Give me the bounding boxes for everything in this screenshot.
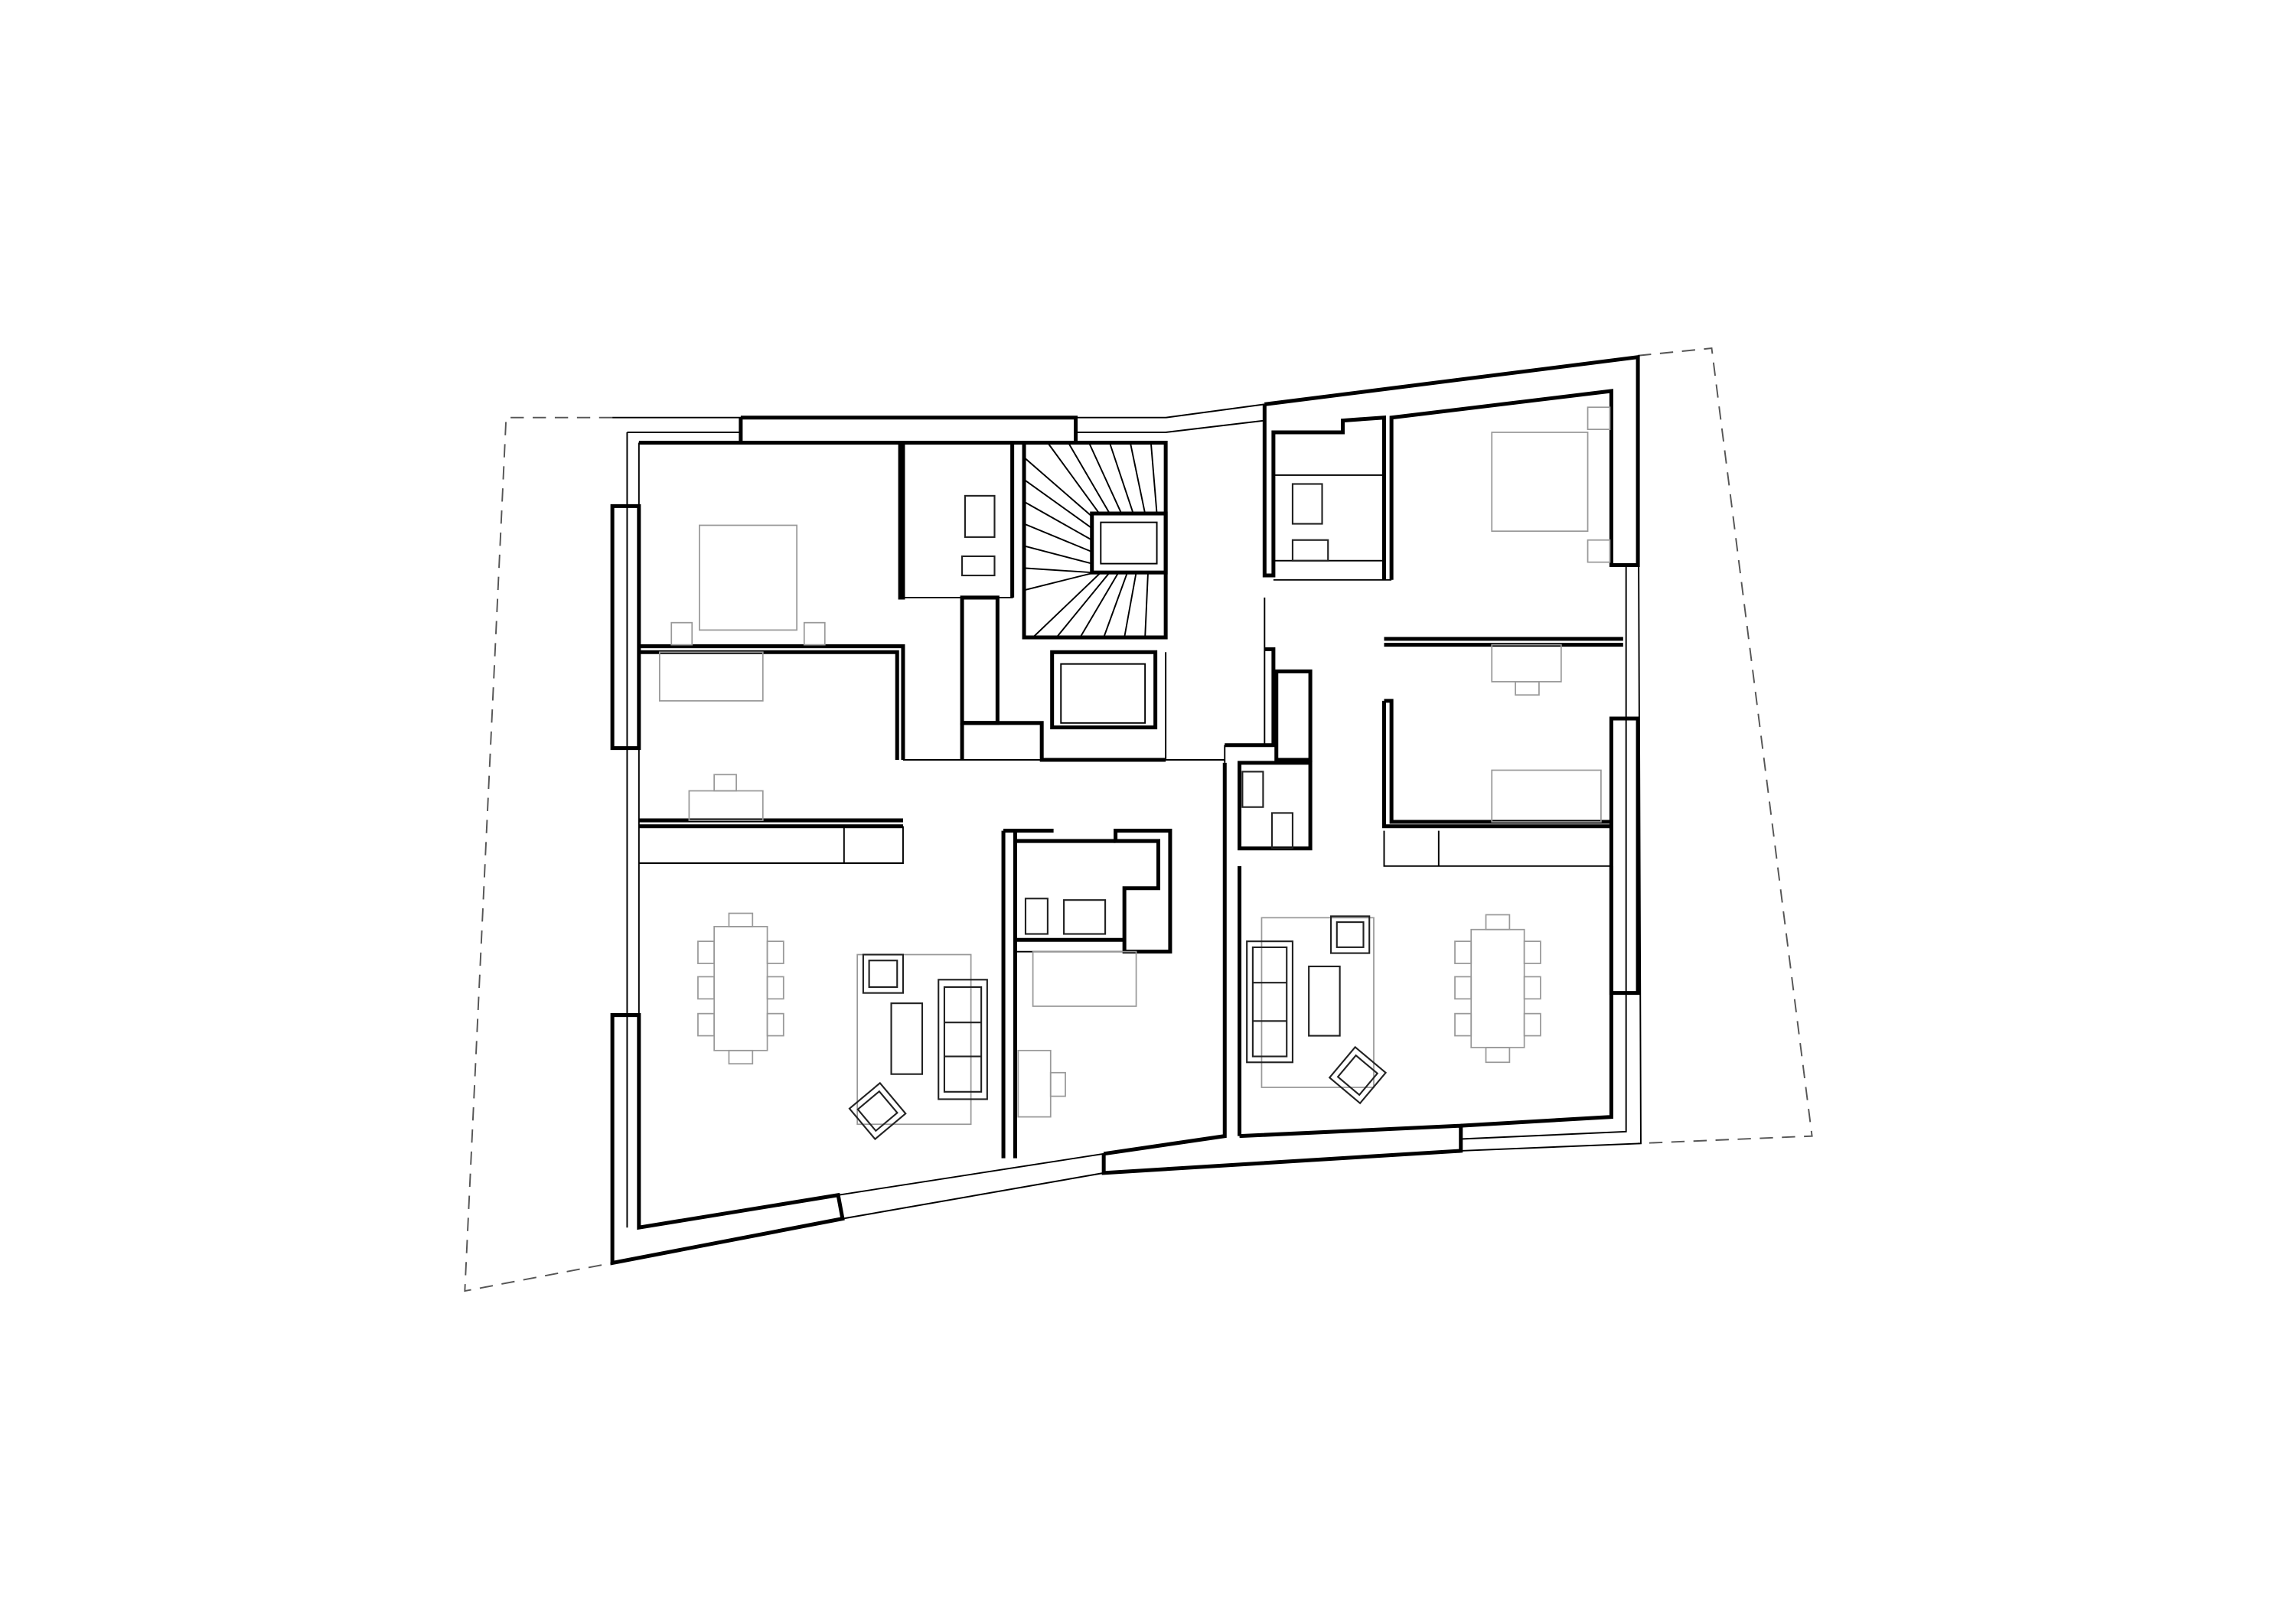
bathroom-fixtures-small	[1241, 771, 1294, 849]
dining-table-left	[697, 912, 784, 1065]
dining-table-right	[1454, 914, 1541, 1064]
site-boundary	[464, 347, 1813, 1292]
staircase	[1022, 440, 1168, 640]
living-set-left	[848, 953, 988, 1141]
exterior-walls	[610, 354, 1642, 1266]
living-set-right	[1246, 915, 1388, 1105]
desk-right	[1491, 644, 1562, 696]
bed-right-2	[1491, 769, 1602, 823]
elevator	[1050, 650, 1158, 730]
interior-walls	[638, 440, 1623, 1159]
bed-left	[670, 524, 826, 646]
bathroom-fixtures-left	[961, 494, 996, 577]
bathroom-fixtures-right	[1272, 474, 1385, 562]
kitchen-fixtures-middle	[1017, 898, 1137, 1118]
bed-right	[1491, 406, 1611, 563]
desk-left	[658, 651, 764, 821]
